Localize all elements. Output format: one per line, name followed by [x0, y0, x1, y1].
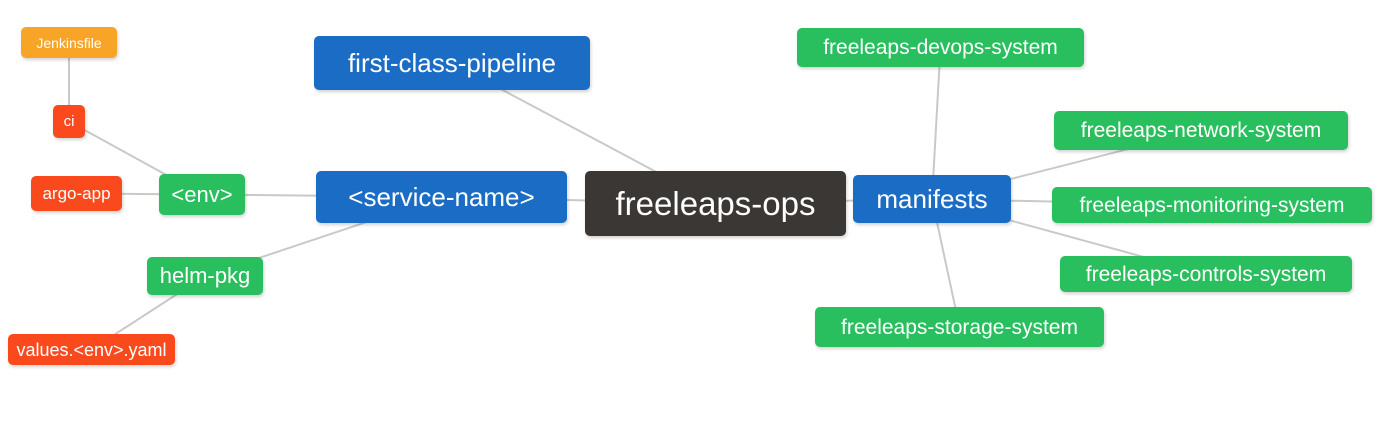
node-freeleaps-ops[interactable]: freeleaps-ops	[585, 171, 846, 236]
node-ci[interactable]: ci	[53, 105, 85, 138]
node-env[interactable]: <env>	[159, 174, 245, 215]
node-jenkinsfile[interactable]: Jenkinsfile	[21, 27, 117, 58]
node-first-class-pipeline[interactable]: first-class-pipeline	[314, 36, 590, 90]
node-freeleaps-storage-system[interactable]: freeleaps-storage-system	[815, 307, 1104, 347]
node-freeleaps-devops-system[interactable]: freeleaps-devops-system	[797, 28, 1084, 67]
node-manifests[interactable]: manifests	[853, 175, 1011, 223]
node-helm-pkg[interactable]: helm-pkg	[147, 257, 263, 295]
node-argo-app[interactable]: argo-app	[31, 176, 122, 211]
node-freeleaps-controls-system[interactable]: freeleaps-controls-system	[1060, 256, 1352, 292]
node-freeleaps-network-system[interactable]: freeleaps-network-system	[1054, 111, 1348, 150]
node-freeleaps-monitoring-system[interactable]: freeleaps-monitoring-system	[1052, 187, 1372, 223]
node-service-name[interactable]: <service-name>	[316, 171, 567, 223]
node-values-env-yaml[interactable]: values.<env>.yaml	[8, 334, 175, 365]
